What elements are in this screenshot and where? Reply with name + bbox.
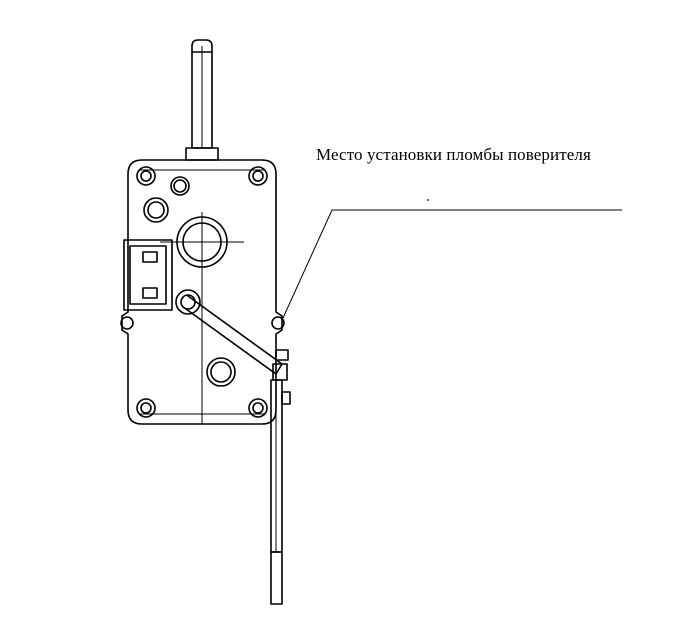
antenna-rod xyxy=(185,39,219,161)
screw-top-left xyxy=(136,166,156,186)
power-socket xyxy=(123,239,173,311)
hole-lower xyxy=(206,357,236,387)
callout-leader xyxy=(282,199,622,319)
side-tabs xyxy=(275,349,291,405)
screw-bottom-right xyxy=(248,398,268,418)
screw-side-right xyxy=(271,316,285,330)
hole-small-left xyxy=(143,197,169,223)
seal-location-label: Место установки пломбы поверителя xyxy=(316,145,591,164)
screw-bottom-left xyxy=(136,398,156,418)
probe-rod xyxy=(270,379,283,605)
central-knob xyxy=(160,212,244,424)
screw-side-left xyxy=(120,316,134,330)
lever-arm xyxy=(185,295,288,381)
hole-small-top xyxy=(170,176,190,196)
screw-top-right xyxy=(248,166,268,186)
